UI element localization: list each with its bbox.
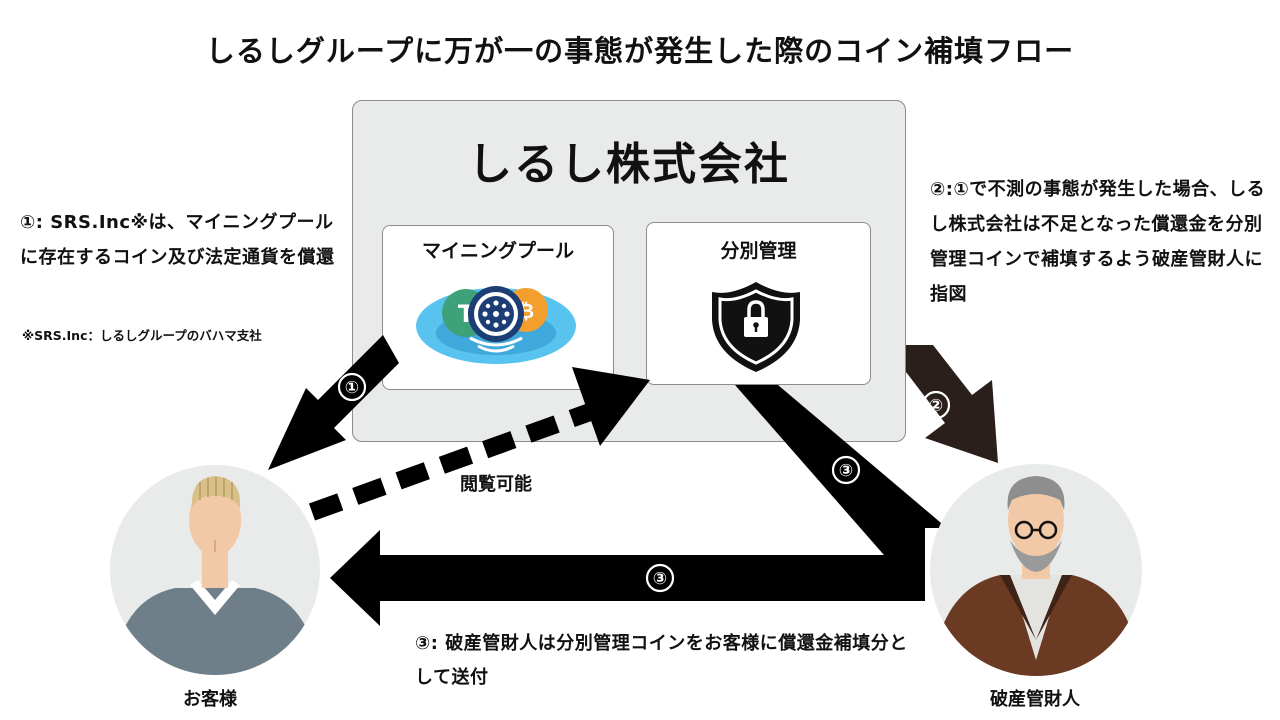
- segregated-label: 分別管理: [720, 240, 797, 262]
- note-1: ①: SRS.Inc※は、マイニングプールに存在するコイン及び法定通貨を償還: [20, 212, 335, 268]
- company-name: しるし株式会社: [468, 139, 790, 190]
- trustee-avatar: [930, 464, 1142, 676]
- view-dashed-arrow: [308, 367, 650, 521]
- coins-pool-icon: T ₿: [416, 286, 576, 364]
- customer-avatar: [110, 465, 320, 675]
- arrow-3-bent: [735, 385, 947, 563]
- arrow-3b-label-circle: ③: [645, 563, 675, 593]
- arrow-2-label: ②: [929, 396, 943, 416]
- arrow-3b-label: ③: [653, 569, 667, 589]
- arrow-2: [906, 345, 998, 463]
- arrow-3a-label-circle: ③: [831, 455, 861, 485]
- arrow-2-label-circle: ②: [921, 390, 951, 420]
- arrow-3-horizontal: [330, 530, 925, 626]
- arrow-1: [268, 335, 399, 470]
- arrow-3a-label: ③: [839, 461, 853, 481]
- page-title: しるしグループに万が一の事態が発生した際のコイン補填フロー: [205, 34, 1075, 68]
- trustee-label: 破産管財人: [990, 689, 1080, 710]
- note-2: ②:①で不測の事態が発生した場合、しるし株式会社は不足となった償還金を分別管理コ…: [930, 179, 1266, 305]
- arrow-1-label-circle: ①: [337, 372, 367, 402]
- arrow-1-label: ①: [345, 378, 359, 398]
- note-1-footnote: ※SRS.Inc：しるしグループのバハマ支社: [22, 328, 262, 343]
- view-label: 閲覧可能: [460, 474, 532, 495]
- note-3: ③: 破産管財人は分別管理コインをお客様に償還金補填分として送付: [415, 633, 908, 688]
- customer-label: お客様: [183, 689, 237, 710]
- mining-pool-label: マイニングプール: [421, 240, 574, 262]
- shield-lock-icon: [712, 282, 800, 372]
